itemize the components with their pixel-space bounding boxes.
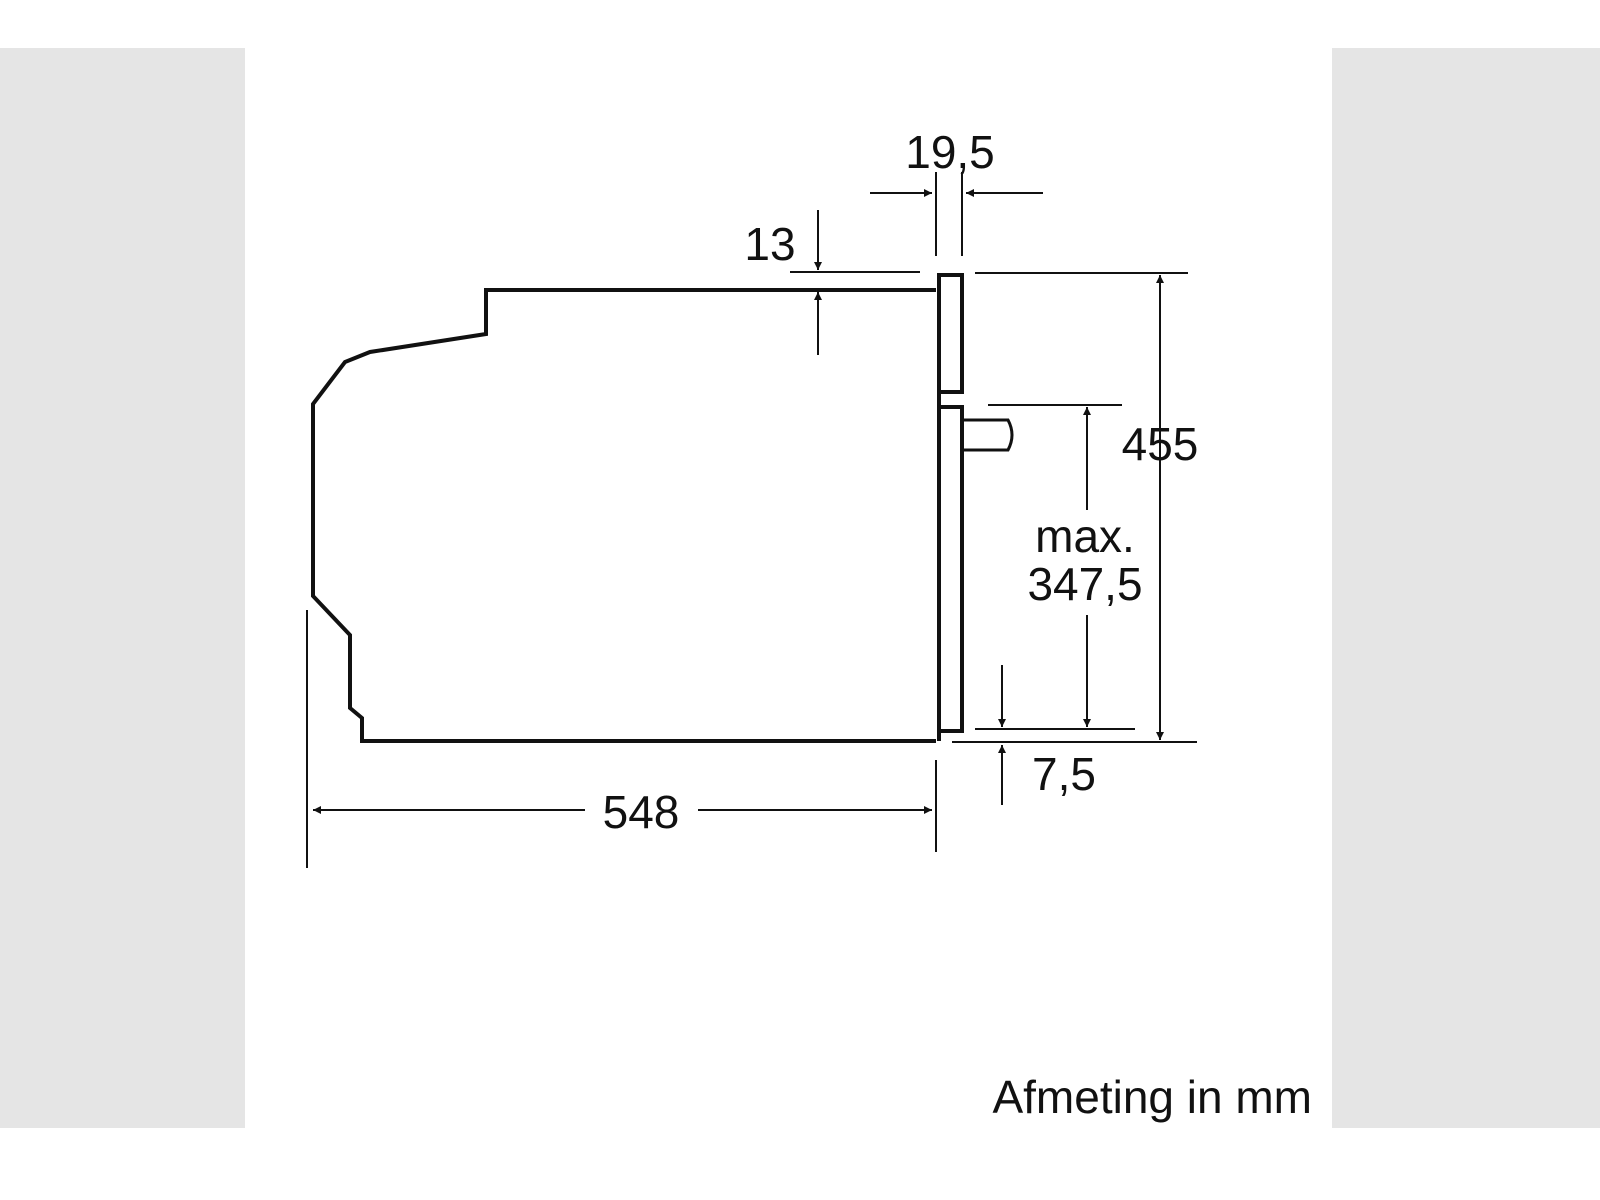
dim-max-label: max. (1035, 510, 1135, 562)
dim-top-offset: 13 (744, 218, 795, 270)
dim-max-height: 347,5 (1027, 558, 1142, 610)
dim-door-thickness: 19,5 (905, 126, 995, 178)
dim-total-height: 455 (1122, 418, 1199, 470)
dim-depth: 548 (603, 786, 680, 838)
units-caption: Afmeting in mm (992, 1071, 1312, 1123)
dim-bottom-offset: 7,5 (1032, 748, 1096, 800)
left-margin-panel (0, 48, 245, 1128)
oven-door-lower (937, 392, 964, 741)
oven-door-upper (937, 273, 964, 394)
oven-body-outline (311, 288, 936, 743)
right-margin-panel (1332, 48, 1600, 1128)
oven-handle (962, 418, 1014, 452)
